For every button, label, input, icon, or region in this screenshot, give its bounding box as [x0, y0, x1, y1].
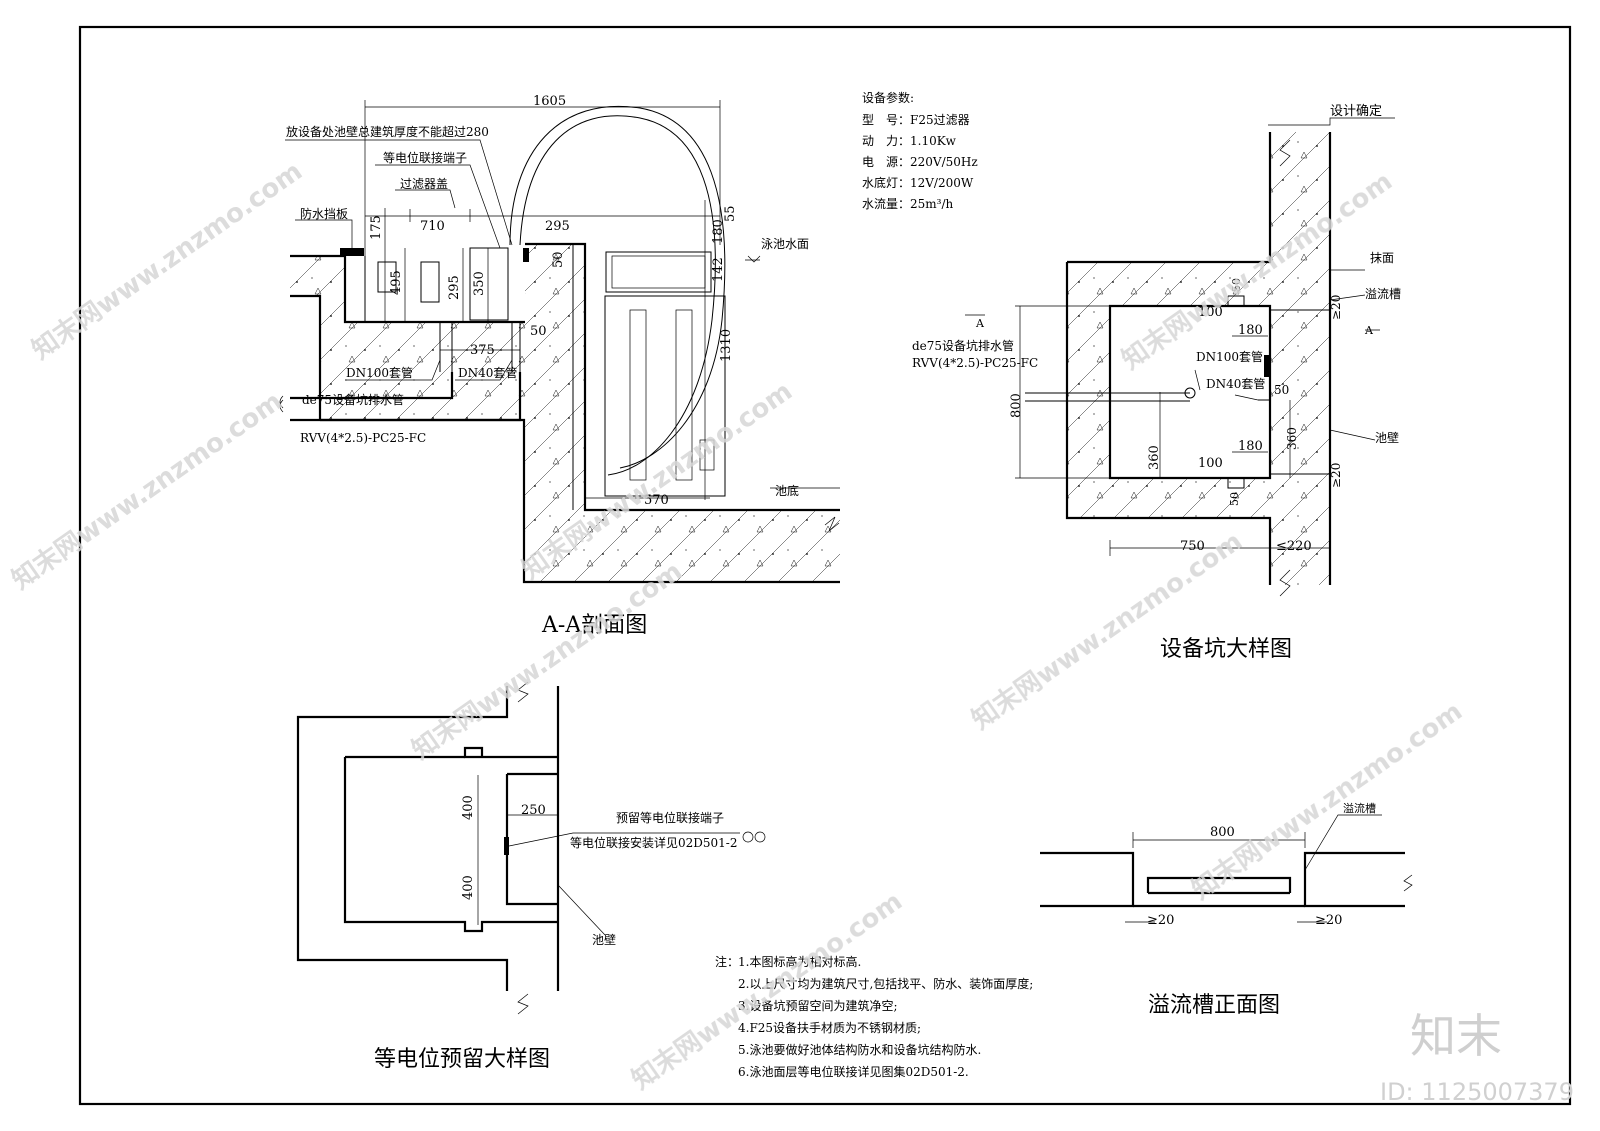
aa-label-wall-limit: 放设备处池壁总建筑厚度不能超过280 [286, 124, 489, 139]
watermark-text: 知末网www.znzmo.com [1187, 696, 1468, 905]
overflow-label: 溢流槽 [1343, 801, 1376, 815]
aa-label-bonding: 等电位联接端子 [383, 150, 467, 165]
note-item: 1.本图标高为相对标高. [738, 954, 861, 969]
pit-label-drain: de75设备坑排水管 [912, 338, 1014, 353]
overflow-title: 溢流槽正面图 [1148, 993, 1280, 1018]
note-item: 6.泳池面层等电位联接详见图集02D501-2. [738, 1064, 969, 1079]
image-id: ID: 1125007379 [1380, 1078, 1574, 1106]
pit-dim-360-left: 360 [1147, 445, 1162, 470]
aa-dim-570: 570 [644, 493, 669, 508]
aa-dim-142: 142 [711, 257, 726, 282]
aa-dim-295-top: 295 [545, 219, 570, 234]
watermark-text: 知末网www.znzmo.com [27, 156, 308, 365]
aa-dim-375: 375 [470, 343, 495, 358]
note-item: 4.F25设备扶手材质为不锈钢材质; [738, 1020, 921, 1035]
aa-label-drain: de75设备坑排水管 [302, 392, 404, 407]
watermark-text: 知末网www.znzmo.com [7, 386, 288, 595]
pit-inner [1108, 304, 1272, 480]
aa-label-cable: RVV(4*2.5)-PC25-FC [300, 431, 426, 445]
pit-label-dn40: DN40套管 [1206, 376, 1265, 391]
pit-dim-360-right: 360 [1285, 427, 1299, 450]
aa-dim-1310: 1310 [719, 329, 734, 362]
bond-label-install: 等电位联接安装详见02D501-2 [570, 835, 738, 850]
bond-label-reserve: 预留等电位联接端子 [616, 810, 724, 825]
pit-dim-50-bottom: 50 [1228, 492, 1241, 506]
handrail [519, 115, 716, 476]
aa-dim-495: 495 [389, 270, 404, 295]
overflow-dim-ge20-right: ≥20 [1315, 913, 1342, 928]
pit-dim-100-top: 100 [1198, 305, 1223, 320]
params-line: 型 号：F25过滤器 [862, 113, 970, 127]
pit-label-design: 设计确定 [1330, 104, 1382, 119]
watermark-text: 知末网www.znzmo.com [967, 526, 1248, 735]
pit-dim-50-top: 50 [1230, 278, 1243, 292]
pit-label-wall: 池壁 [1375, 430, 1399, 445]
params-line: 电 源：220V/50Hz [862, 155, 978, 169]
section-aa [279, 100, 840, 584]
aa-label-dn100: DN100套管 [346, 365, 413, 380]
filter-body [469, 247, 509, 321]
aa-label-dn40: DN40套管 [458, 365, 517, 380]
pit-dim-50-mid: 50 [1274, 383, 1289, 397]
params-line: 水底灯：12V/200W [862, 175, 974, 190]
aa-dim-total: 1605 [533, 94, 566, 109]
aa-dim-295-left: 295 [447, 275, 462, 300]
pit-label-overflow: 溢流槽 [1365, 287, 1401, 301]
note-item: 5.泳池要做好池体结构防水和设备坑结构防水. [738, 1042, 981, 1057]
params-heading: 设备参数: [862, 90, 914, 105]
bond-title: 等电位预留大样图 [374, 1047, 550, 1072]
aa-label-filter-cover: 过滤器盖 [400, 177, 448, 191]
bond-dim-400-top: 400 [461, 795, 476, 820]
pit-section-mark-left: A [975, 317, 985, 330]
watermark-text: 知末网www.znzmo.com [407, 556, 688, 765]
sheet-border [78, 25, 1572, 1106]
aa-dim-55: 55 [723, 205, 738, 222]
section-concrete-hatch [290, 244, 840, 582]
pit-dim-180-bottom: 180 [1238, 439, 1263, 454]
pit-title: 设备坑大样图 [1160, 637, 1292, 662]
notes-prefix: 注： [715, 954, 739, 969]
aa-title: A-A剖面图 [541, 613, 647, 638]
pit-label-cable: RVV(4*2.5)-PC25-FC [912, 356, 1038, 370]
pit-detail [965, 117, 1395, 597]
skimmer-front [605, 251, 712, 293]
pit-label-plaster: 抹面 [1370, 251, 1394, 265]
filter-unit [604, 295, 726, 497]
bond-label-wall: 池壁 [592, 932, 616, 947]
pit-dim-ge20-top: ≥20 [1329, 295, 1343, 320]
aa-dim-50-right: 50 [530, 324, 547, 339]
aa-dim-50-top: 50 [551, 251, 566, 268]
pit-dim-180-top: 180 [1238, 323, 1263, 338]
bond-dim-250: 250 [521, 803, 546, 818]
pit-section-mark-right: A [1364, 324, 1374, 337]
aa-dim-350: 350 [472, 271, 487, 296]
pit-dim-220: ≤220 [1276, 539, 1312, 554]
bond-dim-400-bottom: 400 [461, 875, 476, 900]
params-line: 水流量：25m³/h [862, 197, 954, 211]
pit-dim-750: 750 [1180, 539, 1205, 554]
aa-dim-180: 180 [711, 219, 726, 244]
bonding-detail [296, 681, 766, 1015]
brand-logo: 知末 [1410, 1009, 1502, 1063]
aa-dim-710: 710 [420, 219, 445, 234]
overflow-front [1040, 814, 1413, 923]
note-item: 3.设备坑预留空间为建筑净空; [738, 998, 898, 1013]
aa-dim-175: 175 [369, 215, 384, 240]
waterproof-board [340, 248, 364, 256]
pit-dim-800: 800 [1009, 393, 1024, 418]
note-item: 2.以上尺寸均为建筑尺寸,包括找平、防水、装饰面厚度; [738, 976, 1033, 991]
overflow-dim-ge20-left: ≥20 [1147, 913, 1174, 928]
aa-label-pool-bottom: 池底 [775, 483, 799, 498]
overflow-dim-800: 800 [1210, 825, 1235, 840]
pit-label-dn100: DN100套管 [1196, 349, 1263, 364]
pit-dim-ge20-bottom: ≥20 [1329, 463, 1343, 488]
aa-label-water-surface: 泳池水面 [761, 237, 809, 251]
pit-dim-100-bottom: 100 [1198, 456, 1223, 471]
aa-label-waterproof-board: 防水挡板 [300, 206, 348, 221]
params-line: 动 力：1.10Kw [862, 134, 957, 148]
